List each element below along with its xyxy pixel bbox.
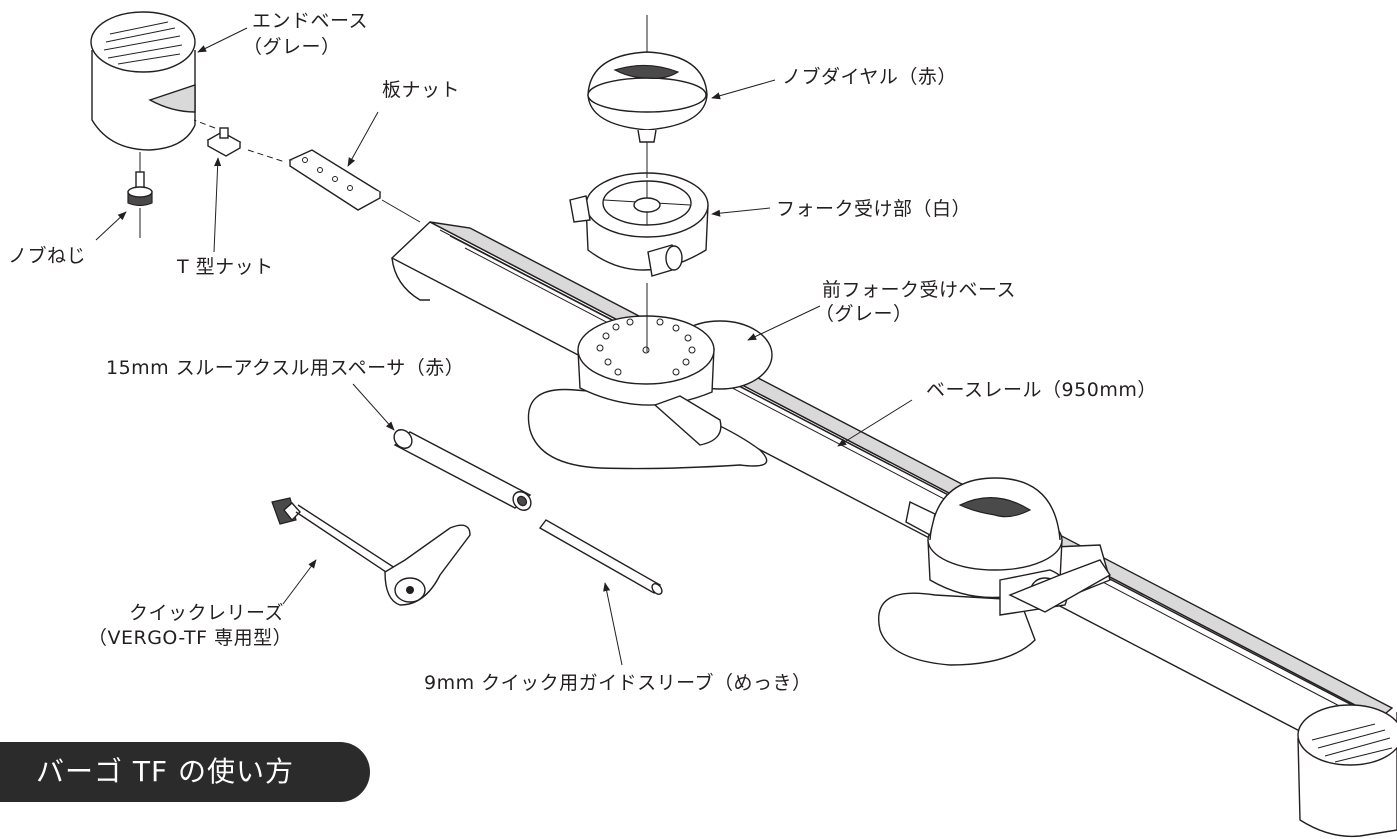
label-knob-screw: ノブねじ xyxy=(8,245,87,267)
label-quick-release-type: （VERGO-TF 専用型） xyxy=(88,627,293,649)
leader-arrows xyxy=(95,27,913,666)
label-base-rail: ベースレール（950mm） xyxy=(926,379,1157,401)
front-fork-base xyxy=(527,315,773,470)
label-knob-dial: ノブダイヤル（赤） xyxy=(782,66,957,88)
knob-screw xyxy=(127,171,153,238)
plate-nut xyxy=(288,149,421,223)
guide-sleeve-9mm xyxy=(538,519,663,595)
label-spacer-15mm: 15mm スルーアクスル用スペーサ（赤） xyxy=(106,357,465,379)
fork-mount xyxy=(569,172,709,352)
end-base-top xyxy=(90,11,196,175)
assembled-fork-mount xyxy=(878,477,1111,666)
end-base-bottom xyxy=(1297,704,1397,838)
section-title-banner: バーゴ TF の使い方 xyxy=(0,742,370,802)
label-fork-mount: フォーク受け部（白） xyxy=(776,198,972,220)
knob-dial xyxy=(587,15,708,178)
label-front-fork-base-color: （グレー） xyxy=(815,303,913,325)
t-nut xyxy=(193,119,286,163)
label-end-base-color: （グレー） xyxy=(243,36,341,58)
label-quick-release: クイックレリーズ xyxy=(129,602,285,624)
spacer-15mm xyxy=(393,429,532,511)
label-guide-sleeve-9mm: 9mm クイック用ガイドスリーブ（めっき） xyxy=(424,672,812,694)
section-title: バーゴ TF の使い方 xyxy=(36,755,295,788)
quick-release xyxy=(271,497,471,606)
label-t-nut: T 型ナット xyxy=(177,256,274,278)
label-front-fork-base: 前フォーク受けベース xyxy=(822,279,1017,301)
label-end-base: エンドベース xyxy=(252,10,369,32)
label-plate-nut: 板ナット xyxy=(382,79,461,101)
